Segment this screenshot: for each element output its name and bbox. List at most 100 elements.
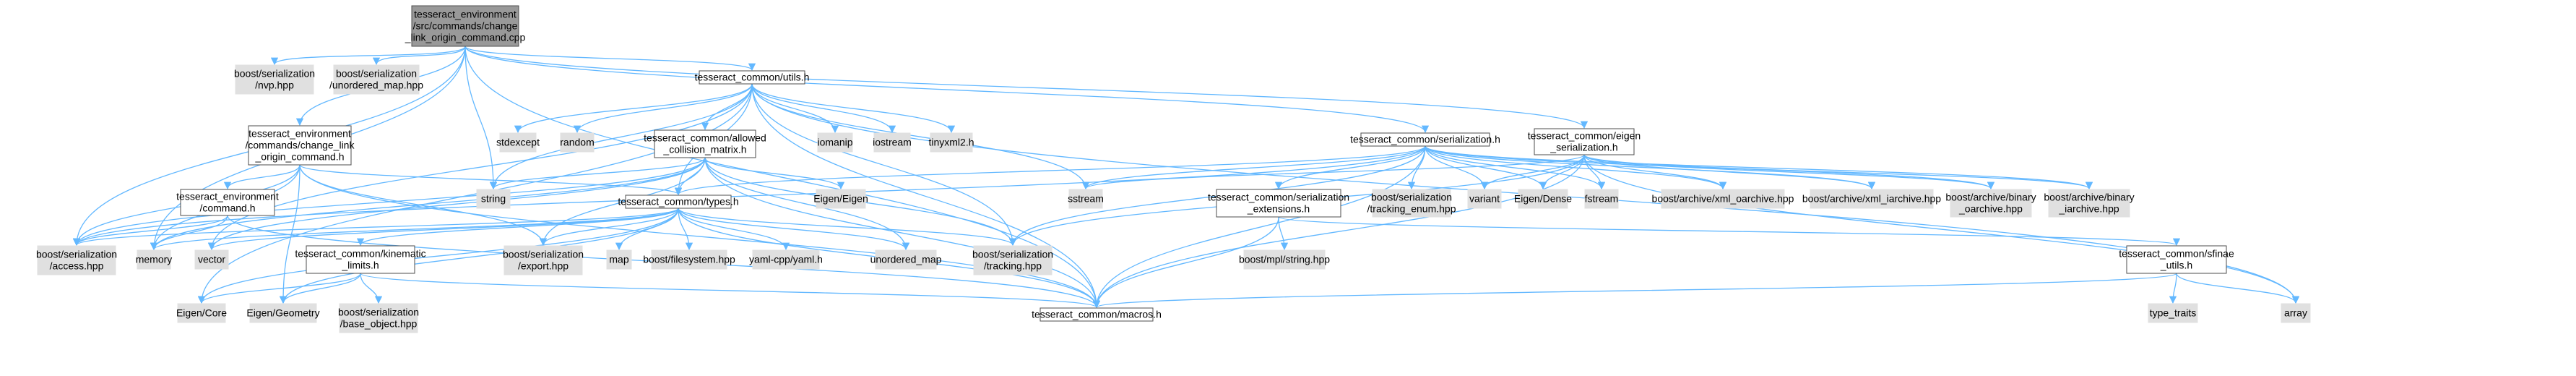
node-box [1040,307,1154,322]
edge-types-to-vector [208,208,679,251]
node-label: tesseract_common/allowed [644,132,766,144]
node-vector[interactable]: vector [194,249,229,270]
edge-utils-to-vector [207,83,753,251]
edge-utils-to-tinyxml2 [751,83,956,134]
node-box [873,132,911,153]
node-label: tesseract_environment [248,128,351,140]
node-string[interactable]: string [476,189,511,209]
node-sfinae[interactable]: tesseract_common/sfinae_utils.h [2119,245,2234,274]
node-types[interactable]: tesseract_common/types.h [618,195,739,209]
node-memory[interactable]: memory [136,249,173,270]
node-nvp[interactable]: boost/serialization/nvp.hpp [234,64,315,95]
node-label: Eigen/Dense [1514,193,1572,205]
node-root[interactable]: tesseract_environment/src/commands/chang… [405,5,526,47]
node-array[interactable]: array [2281,303,2311,323]
node-box [499,132,537,153]
node-tracking-enum[interactable]: boost/serialization/tracking_enum.hpp [1367,189,1456,218]
node-macros[interactable]: tesseract_common/macros.h [1032,307,1162,322]
node-umap-hpp[interactable]: boost/serialization/unordered_map.hpp [329,64,423,95]
node-box [1661,189,1785,209]
node-iostream[interactable]: iostream [873,132,912,153]
edge-types-to-tracking [678,208,1017,247]
node-label: _link_origin_command.cpp [405,32,526,43]
node-box [1584,189,1619,209]
node-label: _extensions.h [1247,203,1310,215]
node-label: iomanip [817,137,852,148]
node-label: _utils.h [2160,260,2192,271]
node-base-object[interactable]: boost/serialization/base_object.hpp [338,303,419,333]
node-filesystem[interactable]: boost/filesystem.hpp [643,249,735,270]
node-box [1950,189,2032,218]
node-map[interactable]: map [606,249,632,270]
node-kin-limits[interactable]: tesseract_common/kinematic_limits.h [295,245,426,274]
node-box [1216,189,1341,218]
node-box [476,189,511,209]
node-unordered-map[interactable]: unordered_map [870,249,942,270]
node-label: boost/serialization [1371,192,1452,203]
node-label: tesseract_common/kinematic [295,248,425,260]
node-acm[interactable]: tesseract_common/allowed_collision_matri… [644,129,766,158]
edge-types-to-kin_limits [356,208,679,247]
node-label: random [560,137,594,148]
edge-types-to-access [73,208,679,247]
edge-command-to-access [72,215,228,247]
edge-serialization-to-access [73,145,1426,247]
node-eigen-core[interactable]: Eigen/Core [176,303,227,323]
edge-acm-to-unordered_map [704,157,910,251]
node-box [2281,303,2311,323]
node-eigen-dense[interactable]: Eigen/Dense [1514,189,1572,209]
node-label: /unordered_map.hpp [329,80,423,91]
node-box [37,245,116,275]
node-random[interactable]: random [560,132,595,153]
node-utils[interactable]: tesseract_common/utils.h [695,70,810,85]
node-sstream[interactable]: sstream [1068,189,1104,209]
node-label: /nvp.hpp [255,80,294,91]
node-label: iostream [873,137,912,148]
node-eigen-geometry[interactable]: Eigen/Geometry [246,303,320,323]
node-label: tesseract_common/macros.h [1032,309,1162,320]
node-label: boost/serialization [338,307,419,318]
edge-types-to-eigen_geometry [279,208,679,304]
edge-acm-to-memory [150,157,706,251]
node-label: /access.hpp [50,260,104,272]
node-label: memory [136,254,173,265]
node-label: /commands/change_link [246,140,355,151]
node-label: /tracking.hpp [984,260,1042,272]
node-box [177,303,226,323]
node-variant[interactable]: variant [1467,189,1502,209]
node-yaml[interactable]: yaml-cpp/yaml.h [749,249,823,270]
node-type-traits[interactable]: type_traits [2148,303,2198,323]
node-box [1360,132,1490,147]
node-xml-oarchive[interactable]: boost/archive/xml_oarchive.hpp [1652,189,1794,209]
node-tracking[interactable]: boost/serialization/tracking.hpp [972,245,1053,275]
node-box [816,189,866,209]
edge-types-to-filesystem [678,208,693,251]
edge-utils-to-random [573,83,753,134]
node-mpl-string[interactable]: boost/mpl/string.hpp [1239,249,1330,270]
node-fstream[interactable]: fstream [1584,189,1619,209]
node-xml-iarchive[interactable]: boost/archive/xml_iarchive.hpp [1802,189,1941,209]
node-box [137,249,171,270]
edge-eigen_ser-to-bin_iarchive [1583,154,2093,190]
node-eigen-eigen[interactable]: Eigen/Eigen [813,189,868,209]
node-label: boost/mpl/string.hpp [1239,254,1330,265]
edge-eigen_ser-to-eigen_dense [1539,154,1585,190]
node-label: tinyxml2.h [928,137,974,148]
node-command[interactable]: tesseract_environment/command.h [176,189,279,216]
node-label: /export.hpp [518,260,569,272]
edge-ser_ext-to-mpl_string [1278,216,1289,251]
node-iomanip[interactable]: iomanip [817,132,853,153]
node-stdexcept[interactable]: stdexcept [496,132,540,153]
edge-sfinae-to-type_traits [2169,273,2177,304]
node-eigen-ser[interactable]: tesseract_common/eigen_serialization.h [1528,128,1641,155]
node-clo-cmd[interactable]: tesseract_environment/commands/change_li… [246,125,355,166]
node-bin-oarchive[interactable]: boost/archive/binary_oarchive.hpp [1945,189,2036,218]
node-export[interactable]: boost/serialization/export.hpp [503,245,584,275]
node-serialization[interactable]: tesseract_common/serialization.h [1350,132,1500,147]
node-bin-iarchive[interactable]: boost/archive/binary_iarchive.hpp [2044,189,2135,218]
node-ser-ext[interactable]: tesseract_common/serialization_extension… [1208,189,1349,218]
nodes: tesseract_environment/src/commands/chang… [36,5,2311,333]
node-box [2148,303,2198,323]
node-tinyxml2[interactable]: tinyxml2.h [928,132,974,153]
node-access[interactable]: boost/serialization/access.hpp [36,245,117,275]
